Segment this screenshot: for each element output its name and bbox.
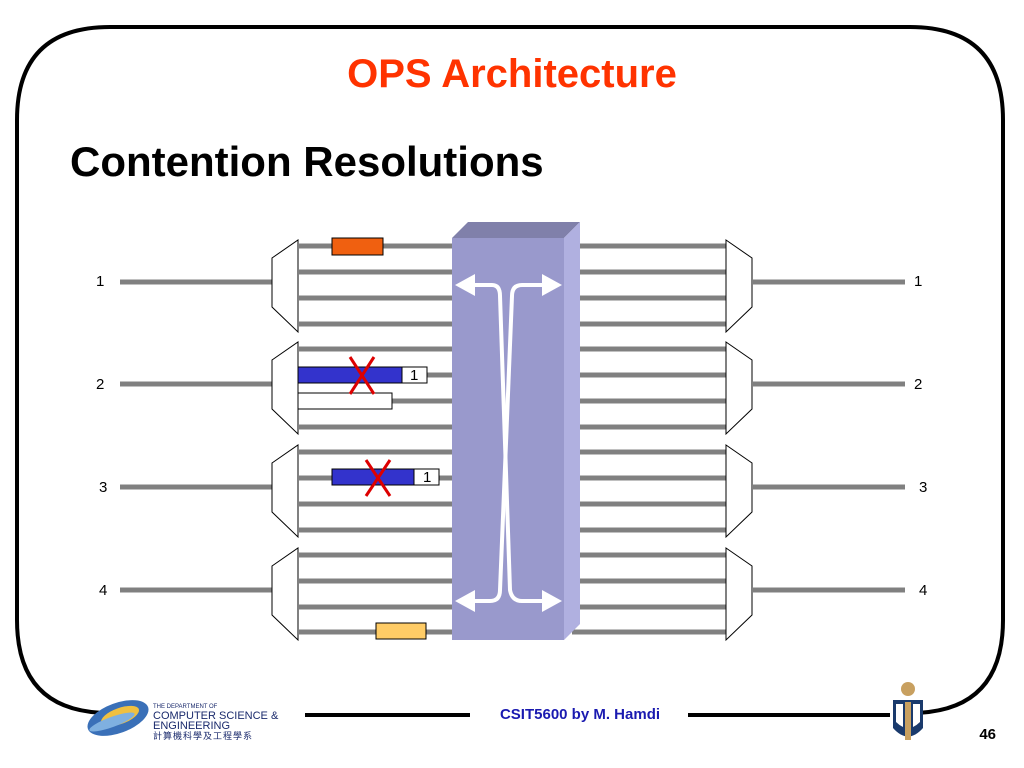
- blocked-packet-2: [297, 366, 403, 384]
- output-port-label-4: 4: [919, 582, 927, 599]
- blocked-packet-3-tag: 1: [423, 469, 431, 486]
- blocked-packet-2-tag-box: [401, 366, 428, 384]
- logo-name-line1: COMPUTER SCIENCE &: [153, 710, 279, 722]
- slide-subtitle: Contention Resolutions: [70, 138, 544, 185]
- packet-orange: [331, 237, 384, 256]
- slide-frame: [15, 25, 1005, 715]
- input-port-label-1: 1: [96, 273, 104, 290]
- packet-yellow: [375, 622, 427, 640]
- switch-crossing-arrows: [468, 283, 548, 603]
- university-emblem: [893, 682, 923, 740]
- input-port-label-2: 2: [96, 376, 104, 393]
- logo-dept-line: THE DEPARTMENT OF: [153, 704, 218, 710]
- contention-x-mark-2: [348, 356, 376, 395]
- empty-buffer-slot: [297, 392, 393, 410]
- contention-x-mark-3: [364, 459, 392, 497]
- blocked-packet-3-tag-box: [413, 468, 440, 486]
- slide-title: OPS Architecture: [347, 52, 677, 96]
- blocked-packet-2-tag: 1: [410, 367, 418, 384]
- input-fibers: [120, 279, 272, 593]
- page-number: 46: [979, 726, 996, 743]
- logo-name-line2: ENGINEERING: [153, 720, 230, 732]
- input-wavelength-lines: [298, 243, 452, 635]
- input-port-label-3: 3: [99, 479, 107, 496]
- output-port-label-3: 3: [919, 479, 927, 496]
- footer-credit: CSIT5600 by M. Hamdi: [499, 706, 661, 723]
- department-logo: THE DEPARTMENT OF COMPUTER SCIENCE & ENG…: [87, 700, 279, 741]
- input-demultiplexers: [271, 239, 299, 642]
- output-fibers: [752, 279, 905, 593]
- output-port-label-2: 2: [914, 376, 922, 393]
- output-multiplexers: [725, 239, 753, 642]
- output-wavelength-lines: [572, 243, 726, 635]
- arrowheads: [455, 274, 562, 612]
- output-port-label-1: 1: [914, 273, 922, 290]
- input-port-label-4: 4: [99, 582, 107, 599]
- logo-chinese-line: 計算機科學及工程學系: [153, 730, 253, 741]
